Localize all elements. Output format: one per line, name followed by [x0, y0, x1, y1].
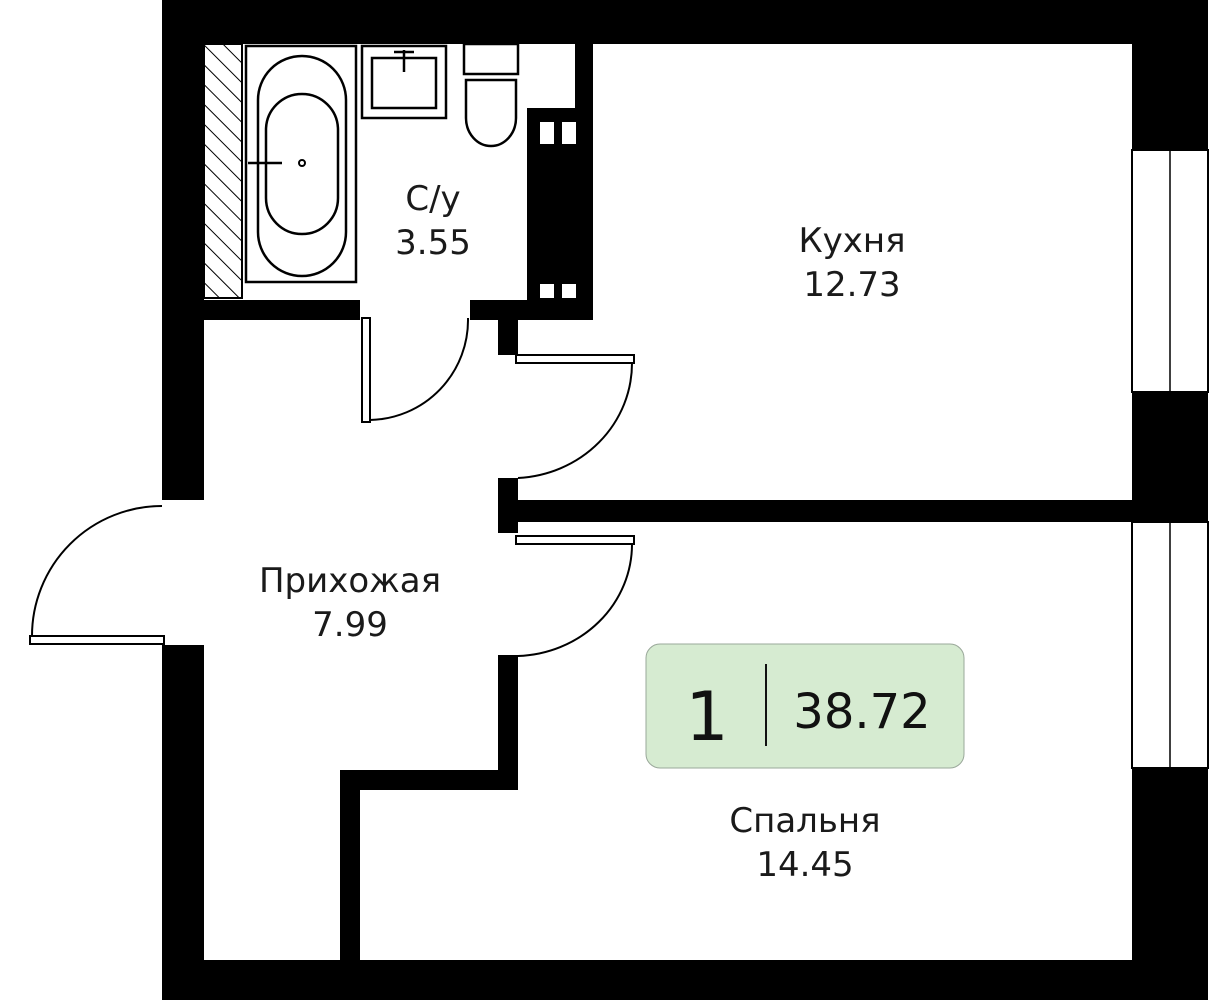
ventilation-shaft — [203, 43, 593, 300]
kitchen-door — [515, 354, 635, 479]
wall-left-upper — [162, 0, 204, 500]
bedroom-door — [515, 535, 635, 657]
room-bedroom-name: Спальня — [729, 801, 880, 841]
room-hallway: Прихожая 7.99 — [259, 561, 441, 645]
wall-right-upper — [1132, 0, 1208, 150]
room-kitchen: Кухня 12.73 — [798, 221, 905, 305]
room-bathroom: С/у 3.55 — [395, 179, 471, 263]
wall-kitchen-bedroom — [498, 500, 1132, 522]
room-bedroom: Спальня 14.45 — [729, 801, 880, 885]
wall-post-upper — [498, 300, 518, 355]
wall-left-lower — [162, 645, 204, 1000]
room-kitchen-name: Кухня — [798, 221, 905, 261]
sink-icon — [360, 44, 448, 120]
walls — [162, 0, 1208, 1000]
room-bathroom-name: С/у — [405, 179, 460, 219]
wall-bathroom-bottom-left — [162, 300, 360, 320]
wall-bathroom-bottom-right — [470, 300, 593, 320]
room-bedroom-area: 14.45 — [756, 845, 853, 885]
summary-badge-background — [645, 643, 965, 769]
wall-hall-bedroom-vertical — [498, 655, 518, 773]
doors — [29, 317, 635, 657]
toilet-icon — [462, 42, 520, 148]
summary-badge: 1 38.72 — [645, 643, 965, 769]
room-kitchen-area: 12.73 — [803, 265, 900, 305]
room-bathroom-area: 3.55 — [395, 223, 471, 263]
room-hallway-name: Прихожая — [259, 561, 441, 601]
entrance-door — [29, 505, 165, 645]
wall-hall-bedroom-horizontal — [340, 770, 518, 790]
bathtub-icon — [244, 44, 358, 284]
windows — [199, 0, 1209, 769]
bathroom-door — [361, 317, 470, 423]
room-hallway-area: 7.99 — [312, 605, 388, 645]
wall-bottom — [162, 960, 1208, 1000]
wall-right-middle — [1132, 392, 1208, 522]
rooms-count: 1 — [685, 678, 728, 757]
total-area: 38.72 — [793, 684, 930, 740]
wall-hall-bedroom-stub — [340, 770, 360, 960]
wall-top — [162, 0, 1208, 44]
